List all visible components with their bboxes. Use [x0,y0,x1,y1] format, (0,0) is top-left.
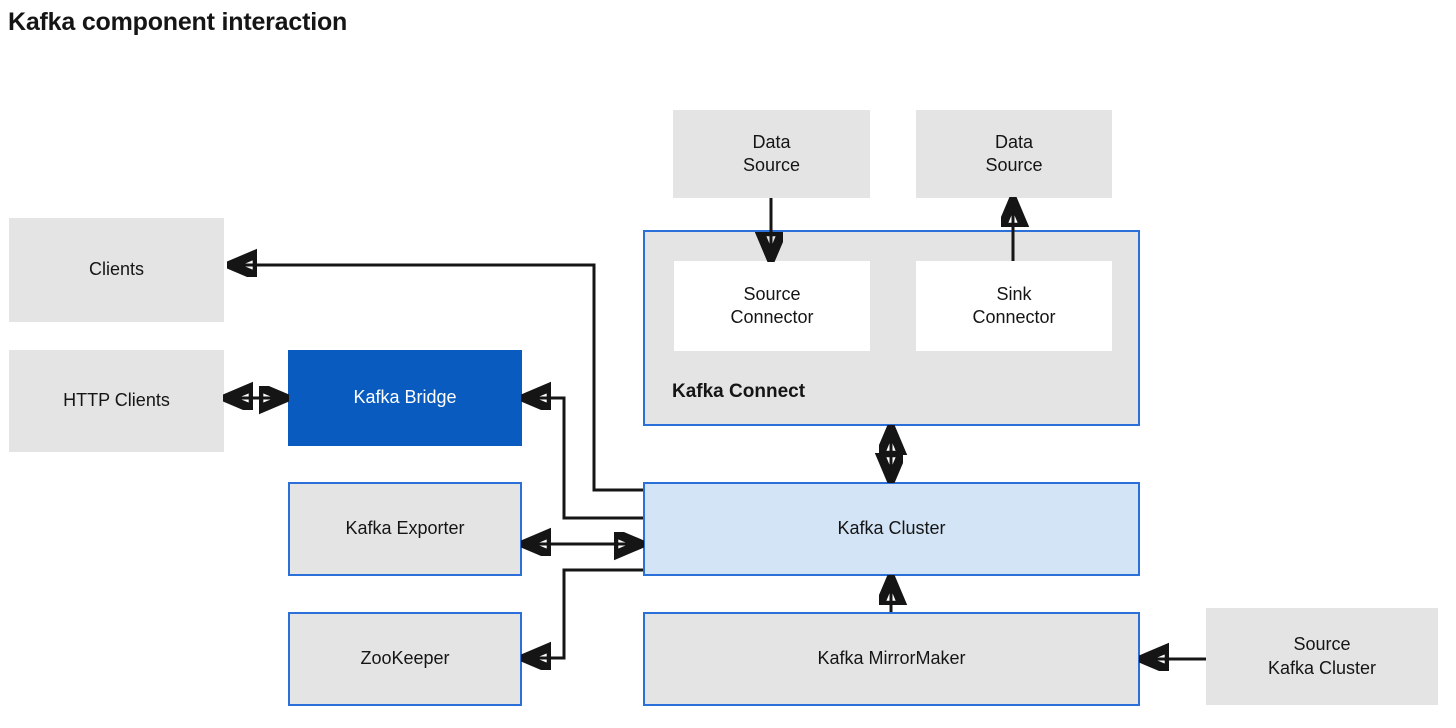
node-kafka-bridge: Kafka Bridge [288,350,522,446]
wire-cluster-to-zookeeper [526,568,643,658]
node-source-kafka-cluster: Source Kafka Cluster [1206,608,1438,705]
node-kafka-cluster: Kafka Cluster [643,482,1140,576]
page-title: Kafka component interaction [8,8,348,36]
wire-cluster-to-bridge [526,398,643,520]
node-data-source-right: Data Source [916,110,1112,198]
node-http-clients: HTTP Clients [9,350,224,452]
node-clients: Clients [9,218,224,322]
group-label-kafka-connect: Kafka Connect [672,381,806,402]
node-kafka-mirrormaker: Kafka MirrorMaker [643,612,1140,706]
node-kafka-exporter: Kafka Exporter [288,482,522,576]
node-zookeeper: ZooKeeper [288,612,522,706]
node-sink-connector: Sink Connector [916,261,1112,351]
node-data-source-left: Data Source [673,110,870,198]
node-source-connector: Source Connector [674,261,870,351]
